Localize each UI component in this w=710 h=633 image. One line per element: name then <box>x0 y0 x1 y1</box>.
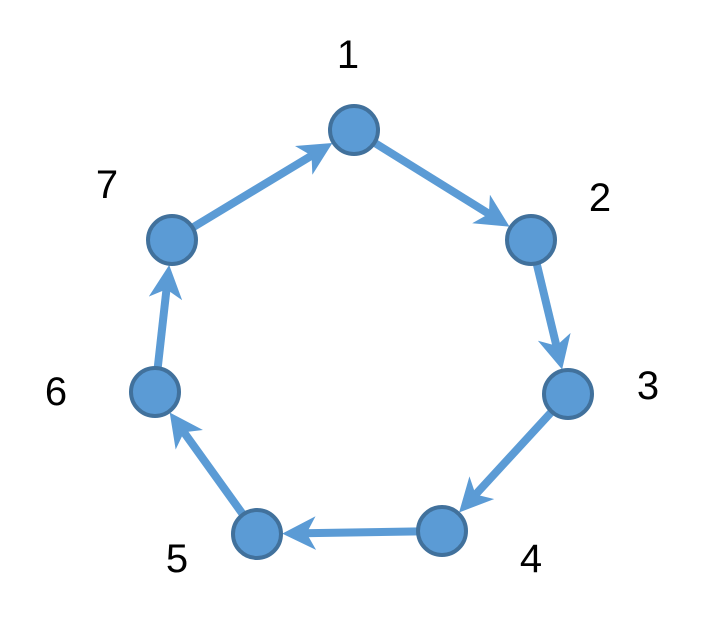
graph-node-2[interactable] <box>505 214 557 266</box>
graph-node-6[interactable] <box>129 366 181 418</box>
edge-6-to-7 <box>148 265 183 371</box>
graph-node-1[interactable] <box>328 104 380 156</box>
node-label-7: 7 <box>95 163 119 207</box>
graph-node-4[interactable] <box>416 505 468 557</box>
node-label-3: 3 <box>636 364 660 408</box>
edge-3-to-4 <box>459 407 557 513</box>
edge-2-to-3 <box>532 260 571 370</box>
edge-7-to-1 <box>188 143 333 233</box>
node-label-2: 2 <box>588 176 612 220</box>
node-label-4: 4 <box>519 537 543 581</box>
node-label-5: 5 <box>165 537 189 581</box>
nodes-layer <box>129 104 594 560</box>
graph-node-7[interactable] <box>146 214 198 266</box>
graph-node-5[interactable] <box>231 508 283 560</box>
edge-4-to-5 <box>282 516 421 550</box>
edge-1-to-2 <box>370 138 510 227</box>
node-label-1: 1 <box>336 33 360 77</box>
edges-layer <box>148 138 571 550</box>
edge-5-to-6 <box>169 412 248 519</box>
graph-node-3[interactable] <box>542 368 594 420</box>
node-label-6: 6 <box>44 370 68 414</box>
